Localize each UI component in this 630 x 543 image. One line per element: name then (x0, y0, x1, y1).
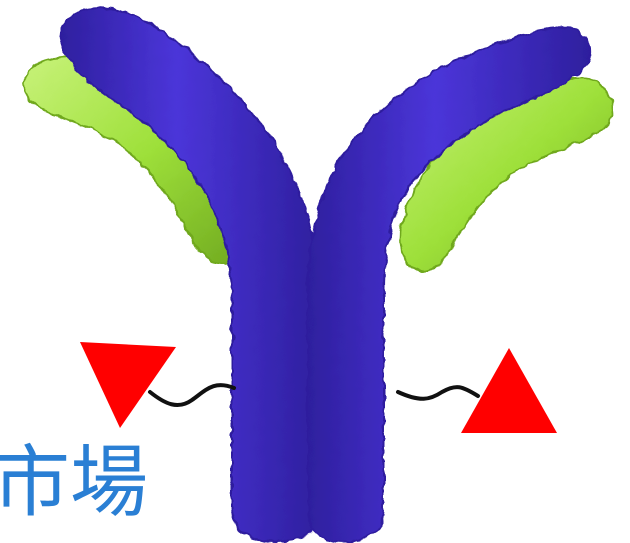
heavy-chain-left (60, 8, 320, 542)
triangle-icon (80, 342, 176, 428)
triangle-icon (461, 348, 557, 433)
linker-right (398, 387, 478, 399)
linker-left (150, 385, 234, 405)
